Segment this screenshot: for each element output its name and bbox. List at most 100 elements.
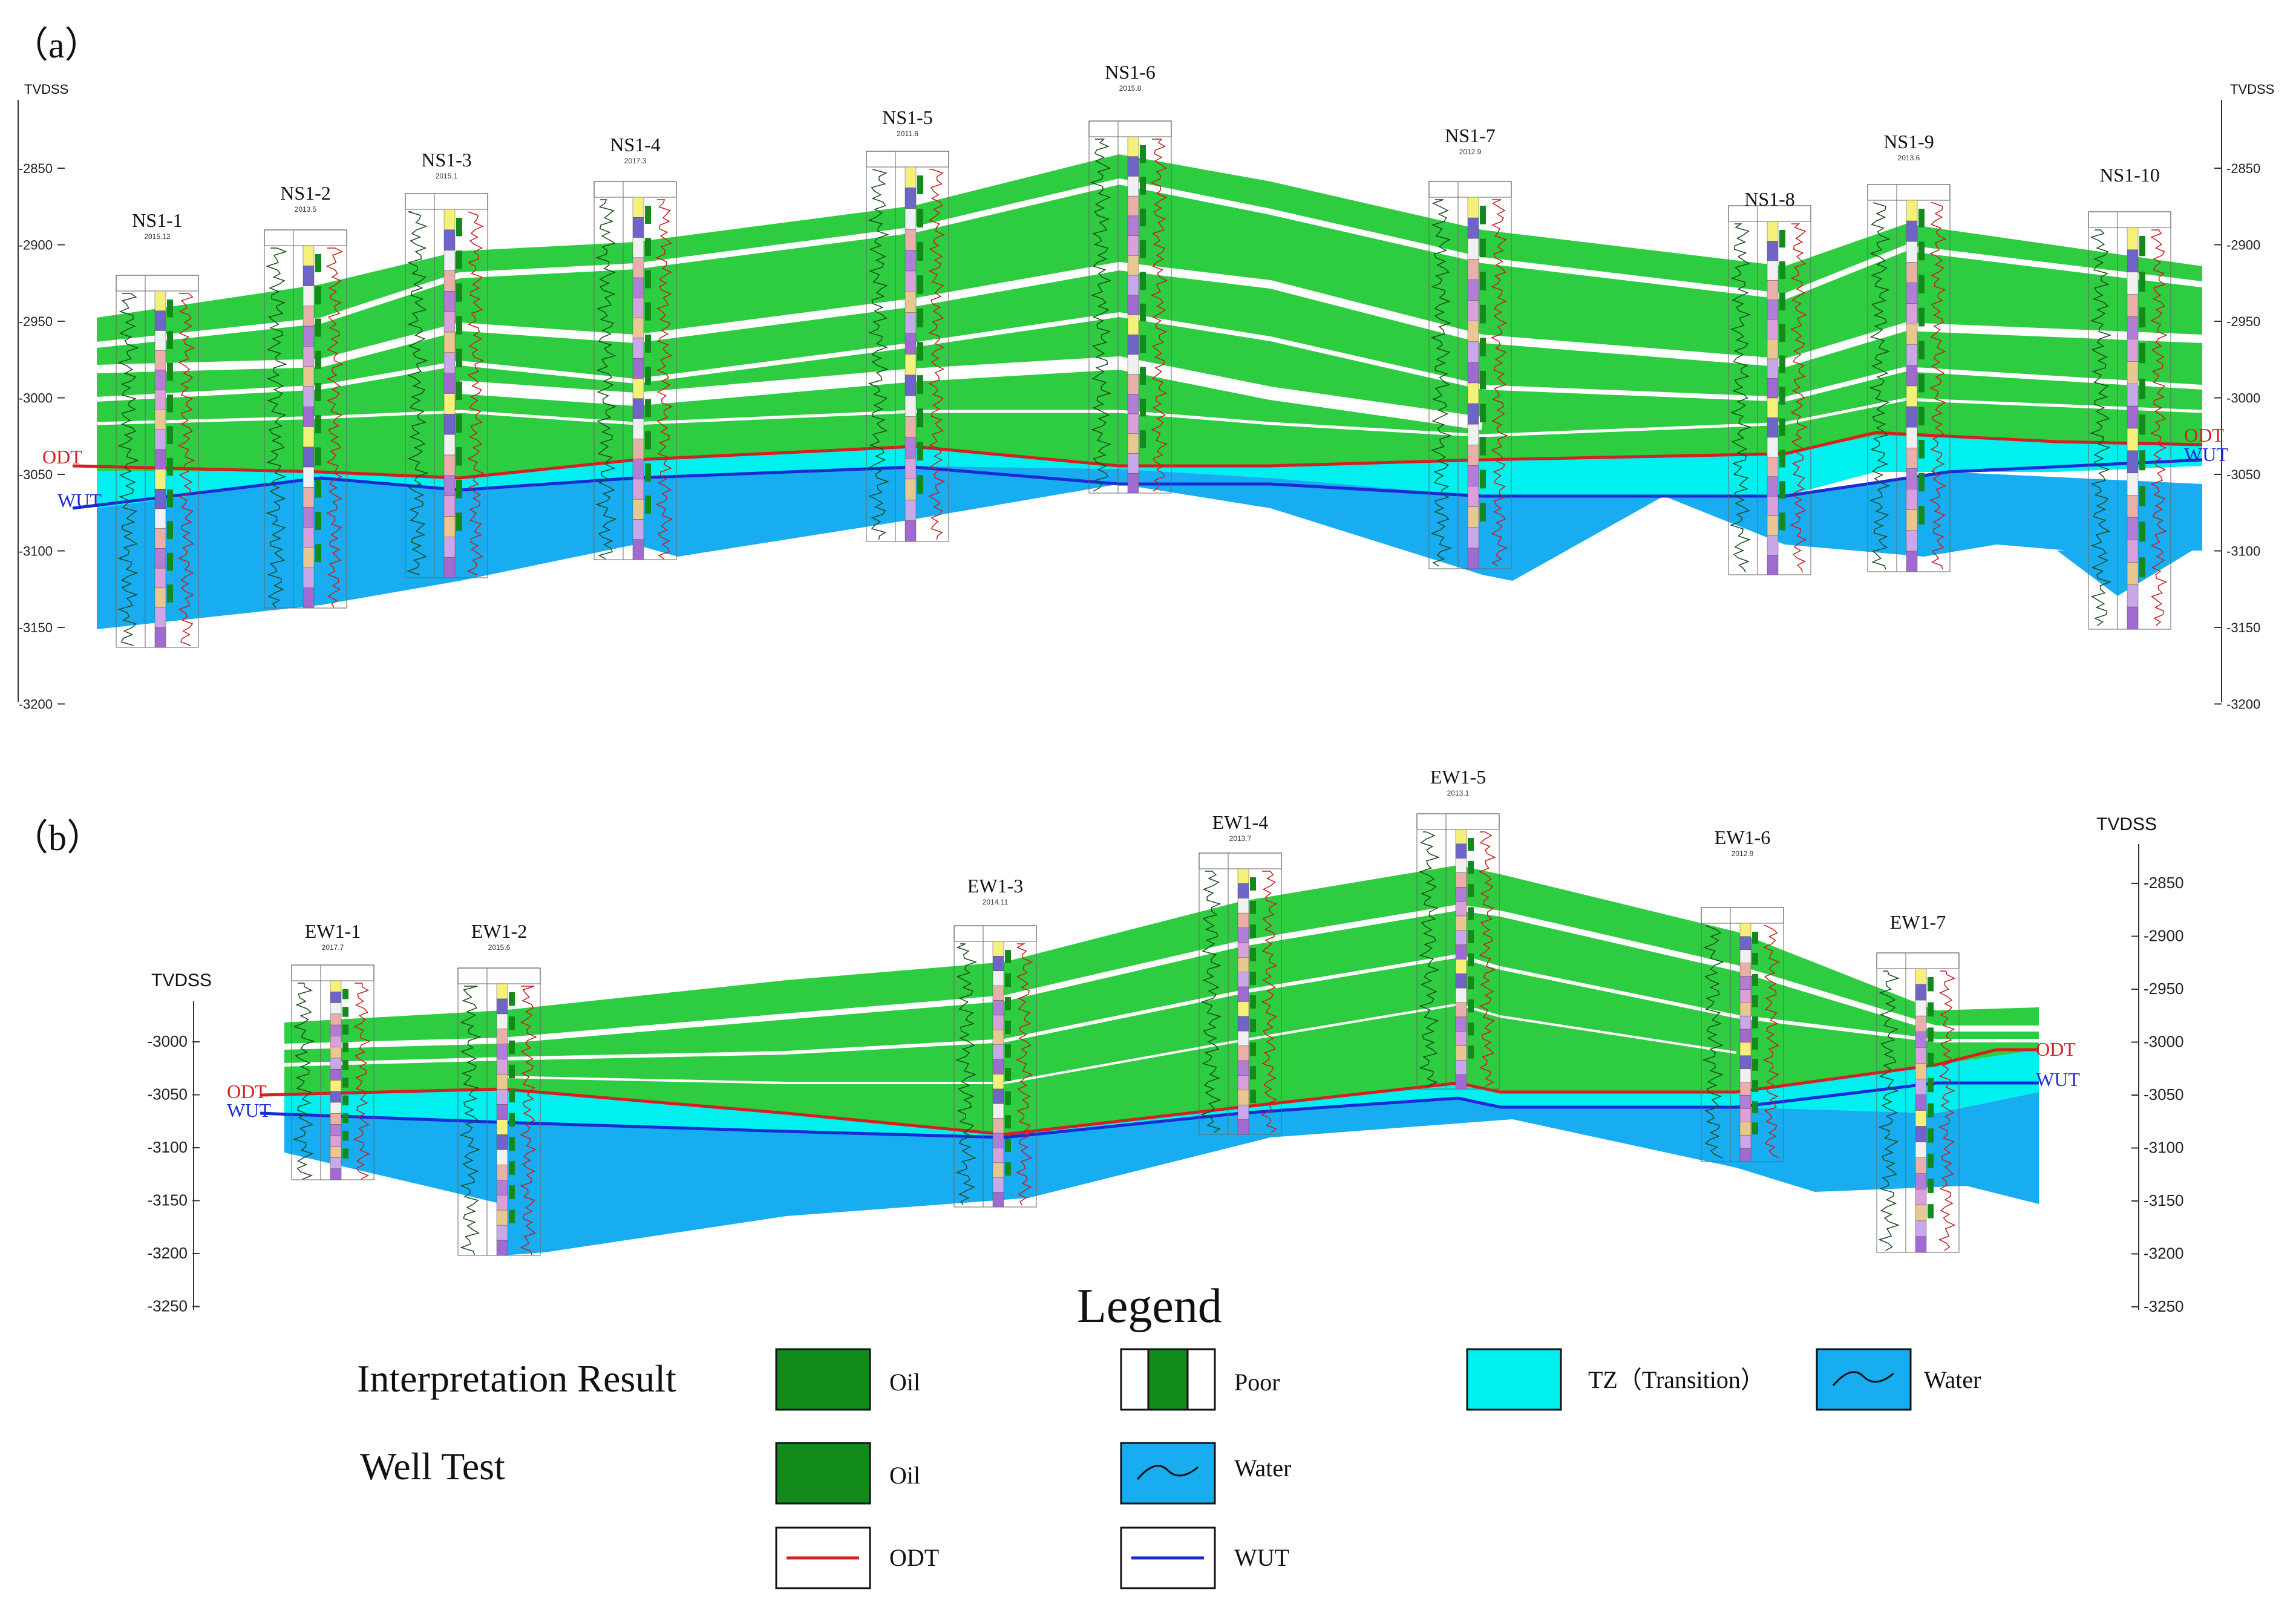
well-header [405,193,488,210]
well-interpretation-column [315,254,321,563]
panel-a-right-ticks: -2850-2900-2950-3000-3050-3100-3150-3200 [2214,161,2260,712]
panel-b-left-ticks: -3000-3050-3100-3150-3200-3250 [148,1032,200,1315]
well-gr-curve [459,986,482,1255]
well-lithology-column [992,941,1004,1208]
well-interpretation-column [2139,236,2145,578]
b-right-ticks-label: -3000 [2144,1033,2184,1051]
a-left-ticks-label: -3050 [19,467,53,482]
panel-b-right-ticks: -2850-2900-2950-3000-3050-3100-3150-3200… [2131,874,2184,1315]
well-header [1428,181,1512,198]
well-interpretation-column [1928,977,1934,1219]
well-resistivity-curve [353,983,371,1180]
well-date: 2015.6 [488,943,511,952]
a-right-ticks-label: -3150 [2226,620,2260,635]
legend-oil-test-swatch [775,1442,871,1505]
well-resistivity-curve [927,169,946,540]
well-lithology-column [1739,923,1751,1162]
well-header [264,229,347,246]
legend: Legend Interpretation Result Well Test O… [357,1280,1981,1589]
well-header [1867,184,1951,201]
b-right-ticks-label: -3200 [2144,1245,2184,1263]
well-resistivity-curve [1790,223,1808,573]
well-interpretation-column [509,992,515,1223]
a-right-ticks-label: -3200 [2226,697,2260,712]
legend-tz-label: TZ（Transition） [1588,1366,1765,1393]
well-gr-curve [595,199,617,560]
well-gr-curve [1430,199,1453,567]
well-header [1199,852,1282,869]
panel-b-water-zone [284,1092,2039,1255]
well-lithology-column [1915,968,1927,1253]
a-left-ticks-label: -2850 [19,161,53,176]
well-name: NS1-9 [1883,131,1934,152]
well-resistivity-curve [1762,925,1781,1159]
a-right-ticks-label: -3050 [2226,467,2260,482]
well-gr-curve [117,293,140,646]
well-date: 2012.9 [1732,849,1754,858]
well-interpretation-column [1480,206,1486,522]
legend-water-test-swatch [1120,1442,1216,1505]
well-resistivity-curve [1479,831,1496,1087]
well-interpretation-column [1779,230,1785,531]
panel-a-right-axis-title: TVDSS [2230,82,2274,97]
well-lithology-column [303,245,315,609]
a-right-ticks-label: -2950 [2226,314,2260,329]
b-right-ticks-label: -3100 [2144,1139,2184,1157]
b-right-ticks-label: -3150 [2144,1191,2184,1209]
well-interpretation-column [1140,145,1146,448]
well-interpretation-column [1250,877,1256,1104]
panel-b-transition-zone [284,1050,2039,1137]
b-right-ticks-label: -3050 [2144,1085,2184,1104]
well-header [116,275,199,292]
well-resistivity-curve [1929,202,1947,570]
well-header [291,964,374,981]
panel-b-oil-zone [284,865,2039,1134]
well-resistivity-curve [1938,970,1956,1251]
b-left-ticks-label: -3150 [148,1191,188,1209]
b-left-ticks-label: -3200 [148,1244,188,1262]
well-header [2088,211,2171,228]
b-left-ticks-label: -3050 [148,1085,188,1104]
a-left-ticks-label: -3200 [19,697,53,712]
well-date: 2013.5 [295,205,317,214]
well-date: 2012.9 [1459,148,1482,156]
well-gr-curve [1878,970,1900,1251]
well-lithology-column [1467,197,1479,569]
well-name: EW1-2 [471,920,527,942]
legend-oil-interp-label: Oil [889,1369,920,1396]
a-right-ticks-label: -3000 [2226,391,2260,406]
panel-b-wut-label-right: WUT [2036,1068,2080,1090]
panel-a-wut-label-left: WUT [57,489,102,511]
panel-a-left-axis-title: TVDSS [24,82,68,97]
panel-b-wut-label-left: WUT [227,1099,271,1121]
well-name: NS1-3 [421,149,472,171]
well-header [1876,952,1960,969]
well-name: NS1-10 [2099,164,2160,186]
well-date: 2015.8 [1119,84,1142,93]
well-name: NS1-7 [1445,125,1496,146]
well-resistivity-curve [177,293,195,646]
well-lithology-column [1906,200,1918,572]
a-left-ticks-label: -3100 [19,544,53,559]
legend-tz-swatch [1466,1348,1562,1411]
legend-poor-label: Poor [1234,1369,1280,1396]
panel-b-wells: EW1-12017.7EW1-22015.6EW1-32014.11EW1-42… [291,766,1960,1256]
well-lithology-column [632,197,644,560]
well-lithology-column [330,980,342,1180]
well-interpretation-column [1005,950,1011,1176]
a-left-ticks-label: -3150 [19,620,53,635]
well-gr-curve [868,169,890,540]
well: NS1-10 [2088,164,2171,630]
a-left-ticks-label: -3000 [19,391,53,406]
well-lithology-column [904,166,917,542]
